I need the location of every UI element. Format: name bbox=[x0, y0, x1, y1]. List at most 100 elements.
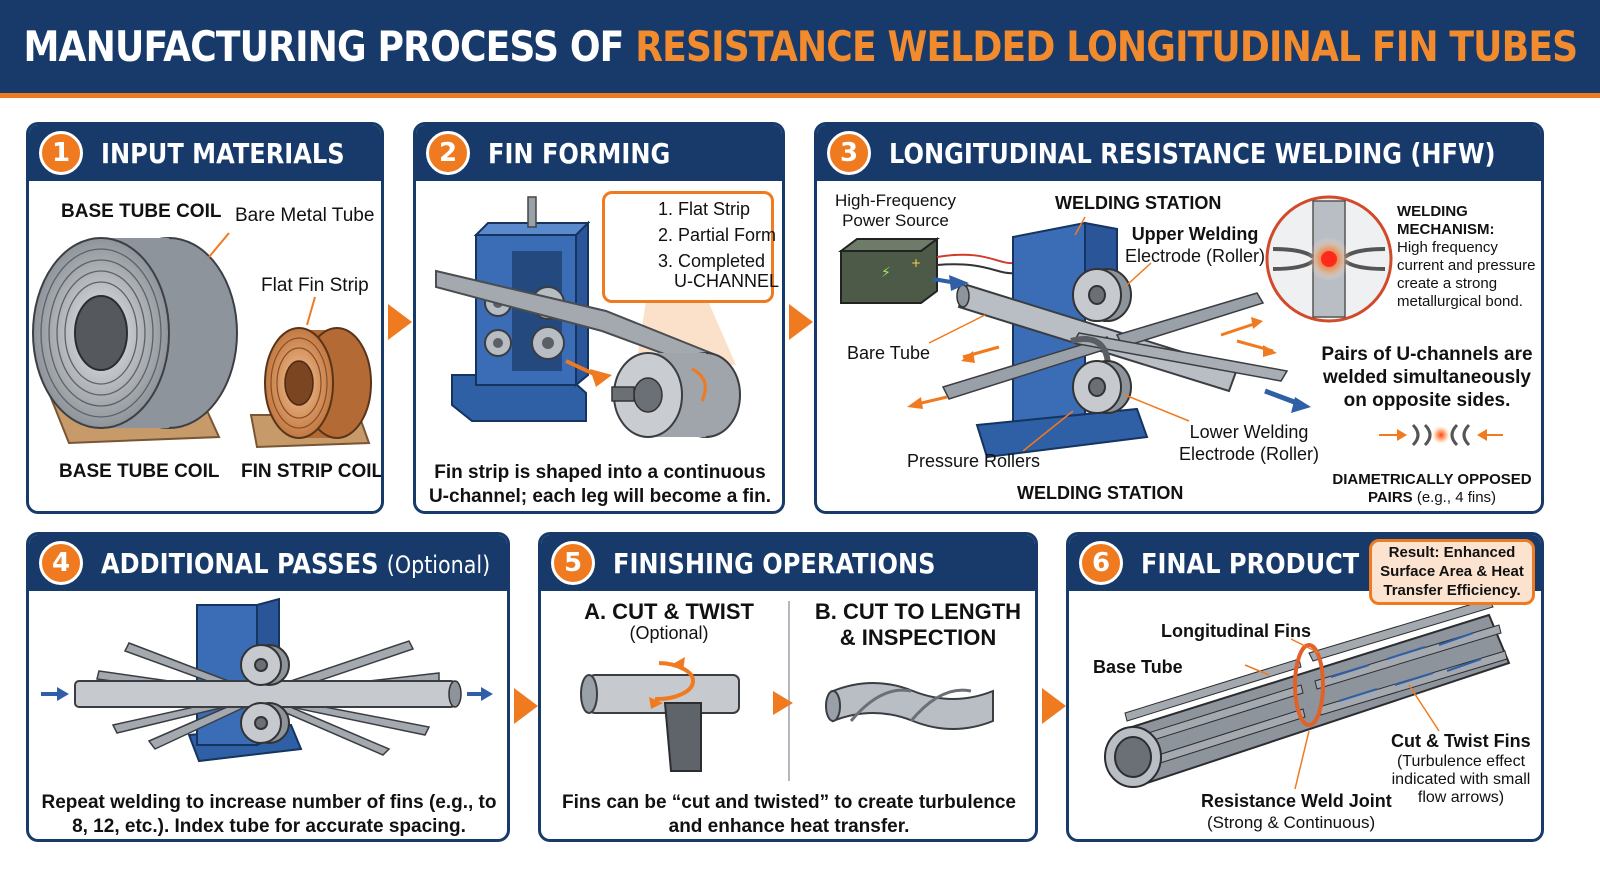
caption-line: and enhance heat transfer. bbox=[668, 816, 910, 837]
result-callout bbox=[1369, 539, 1535, 605]
label-line: Power Source bbox=[842, 211, 949, 230]
label-line: Lower Welding bbox=[1189, 422, 1309, 442]
label-line: Upper Welding bbox=[1131, 224, 1259, 244]
mechanism-text: create a strong bbox=[1397, 275, 1498, 292]
bolt-icon: ⚡ bbox=[881, 265, 891, 281]
finishing-caption: Fins can be “cut and twisted” to create … bbox=[549, 791, 1029, 839]
weld-joint-ring bbox=[1293, 643, 1325, 727]
stage-completed: 3. Completed bbox=[658, 251, 766, 271]
title-main: MANUFACTURING PROCESS OF bbox=[23, 22, 635, 71]
opposed-pairs-note: DIAMETRICALLY OPPOSED PAIRS (e.g., 4 fin… bbox=[1327, 471, 1537, 507]
flow-arrow-2-3 bbox=[789, 304, 813, 340]
welding-rollers bbox=[1072, 268, 1132, 414]
panel-resistance-welding: 3 LONGITUDINAL RESISTANCE WELDING (HFW) … bbox=[814, 122, 1544, 514]
step-number: 4 bbox=[39, 541, 83, 585]
panel-header: 4 ADDITIONAL PASSES (Optional) bbox=[29, 535, 507, 591]
label-power-source: High-Frequency Power Source bbox=[835, 191, 956, 231]
label-longitudinal-fins: Longitudinal Fins bbox=[1161, 621, 1311, 641]
sub-b-line: B. CUT TO LENGTH bbox=[814, 599, 1022, 624]
opposed-pairs: PAIRS bbox=[1367, 489, 1413, 506]
note-line: welded simultaneously bbox=[1323, 367, 1531, 388]
result-line: Transfer Efficiency. bbox=[1383, 582, 1521, 599]
label-welding-station-top: WELDING STATION bbox=[1055, 193, 1222, 213]
tube-coil-core bbox=[74, 295, 128, 371]
sub-a-title: A. CUT & TWIST bbox=[584, 599, 754, 624]
label-flat-fin-strip: Flat Fin Strip bbox=[261, 275, 369, 296]
panel-header: 2 FIN FORMING bbox=[416, 125, 782, 181]
step-number: 5 bbox=[551, 541, 595, 585]
mechanism-title: MECHANISM: bbox=[1397, 221, 1495, 238]
label-fin-strip-coil: FIN STRIP COIL bbox=[241, 461, 384, 482]
flow-arrow-4-5 bbox=[514, 688, 538, 724]
welding-illustration: ⚡ + bbox=[838, 195, 1503, 459]
welding-mechanism-note: WELDING MECHANISM: High frequency curren… bbox=[1397, 203, 1535, 311]
twisted-tube bbox=[832, 682, 994, 730]
panel-fin-forming: 2 FIN FORMING 1. Flat St bbox=[413, 122, 785, 514]
panel-header: 3 LONGITUDINAL RESISTANCE WELDING (HFW) bbox=[817, 125, 1541, 181]
label-weld-joint: Resistance Weld Joint bbox=[1201, 791, 1392, 811]
caption-line: U-channel; each leg will become a fin. bbox=[428, 486, 772, 507]
caption-line: Repeat welding to increase number of fin… bbox=[41, 792, 497, 813]
page-title: MANUFACTURING PROCESS OF RESISTANCE WELD… bbox=[23, 22, 1578, 71]
label-line: High-Frequency bbox=[835, 191, 956, 210]
mechanism-text: metallurgical bond. bbox=[1397, 293, 1523, 310]
label-bare-tube: Bare Tube bbox=[847, 343, 931, 363]
finned-tube bbox=[1117, 598, 1511, 787]
fin-forming-caption: Fin strip is shaped into a continuous U-… bbox=[424, 461, 776, 509]
panel-title: FIN FORMING bbox=[488, 136, 671, 170]
sub-b-title: B. CUT TO LENGTH & INSPECTION bbox=[813, 599, 1023, 651]
panel-title: FINAL PRODUCT bbox=[1141, 546, 1360, 580]
note-line: flow arrows) bbox=[1417, 789, 1505, 806]
flow-arrow-5-6 bbox=[1042, 688, 1066, 724]
note-line: on opposite sides. bbox=[1343, 390, 1511, 411]
note-line: (Turbulence effect bbox=[1396, 753, 1526, 770]
cut-twist-note: (Turbulence effect indicated with small … bbox=[1381, 753, 1541, 807]
step-number: 1 bbox=[39, 131, 83, 175]
final-product-illustration bbox=[1104, 598, 1511, 790]
stage-partial-form: 2. Partial Form bbox=[658, 225, 777, 245]
caption-line: 8, 12, etc.). Index tube for accurate sp… bbox=[72, 816, 466, 837]
mechanism-title: WELDING bbox=[1397, 203, 1468, 220]
label-base-tube-coil: BASE TUBE COIL bbox=[61, 201, 222, 222]
cut-blade bbox=[663, 702, 702, 772]
tube-coil-windings bbox=[40, 248, 162, 418]
label-welding-station-bottom: WELDING STATION bbox=[1017, 483, 1184, 503]
panel-additional-passes: 4 ADDITIONAL PASSES (Optional) Repeat we… bbox=[26, 532, 510, 842]
label-bare-metal-tube: Bare Metal Tube bbox=[235, 205, 375, 226]
finishing-illustration bbox=[580, 601, 994, 781]
label-weld-joint-note: (Strong & Continuous) bbox=[1207, 813, 1376, 832]
cut-tube bbox=[588, 674, 740, 714]
panel-title: FINISHING OPERATIONS bbox=[613, 546, 936, 580]
note-line: indicated with small bbox=[1391, 771, 1531, 788]
step-number: 3 bbox=[827, 131, 871, 175]
title-text: ADDITIONAL PASSES bbox=[101, 546, 379, 580]
additional-passes-caption: Repeat welding to increase number of fin… bbox=[39, 791, 499, 839]
label-upper-electrode: Upper Welding Electrode (Roller) bbox=[1125, 223, 1265, 267]
panel-finishing-operations: 5 FINISHING OPERATIONS A. CUT & TWIST (O… bbox=[538, 532, 1038, 842]
pairs-note: Pairs of U-channels are welded simultane… bbox=[1311, 343, 1541, 412]
mechanism-text: current and pressure bbox=[1397, 257, 1536, 274]
panel-header: 1 INPUT MATERIALS bbox=[29, 125, 381, 181]
opposed-bold: DIAMETRICALLY OPPOSED bbox=[1332, 471, 1532, 488]
title-highlight: RESISTANCE WELDED LONGITUDINAL FIN TUBES bbox=[634, 22, 1578, 71]
panel-header: 5 FINISHING OPERATIONS bbox=[541, 535, 1035, 591]
panel-final-product: 6 FINAL PRODUCT Result: Enhanced Surface… bbox=[1066, 532, 1544, 842]
additional-passes-illustration bbox=[41, 597, 493, 763]
fin-forming-illustration bbox=[435, 196, 741, 438]
mechanism-text: High frequency bbox=[1397, 239, 1498, 256]
sub-b-line: & INSPECTION bbox=[839, 625, 997, 650]
forming-stages-callout bbox=[602, 191, 774, 303]
panel-title: LONGITUDINAL RESISTANCE WELDING (HFW) bbox=[889, 136, 1496, 170]
fin-coil-core bbox=[284, 360, 314, 406]
header-banner: MANUFACTURING PROCESS OF RESISTANCE WELD… bbox=[0, 0, 1600, 98]
opposed-pairs-icon bbox=[1411, 423, 1471, 447]
flow-arrow-1-2 bbox=[388, 304, 412, 340]
panel-title: ADDITIONAL PASSES (Optional) bbox=[101, 547, 490, 580]
input-materials-illustration bbox=[32, 232, 372, 449]
result-text: Result: Enhanced Surface Area & Heat Tra… bbox=[1369, 543, 1535, 600]
stage-flat-strip: 1. Flat Strip bbox=[658, 199, 751, 219]
label-line: Electrode (Roller) bbox=[1125, 246, 1266, 266]
result-line: Result: Enhanced bbox=[1388, 544, 1516, 561]
note-line: Pairs of U-channels are bbox=[1321, 344, 1533, 365]
label-pressure-rollers: Pressure Rollers bbox=[907, 451, 1041, 471]
